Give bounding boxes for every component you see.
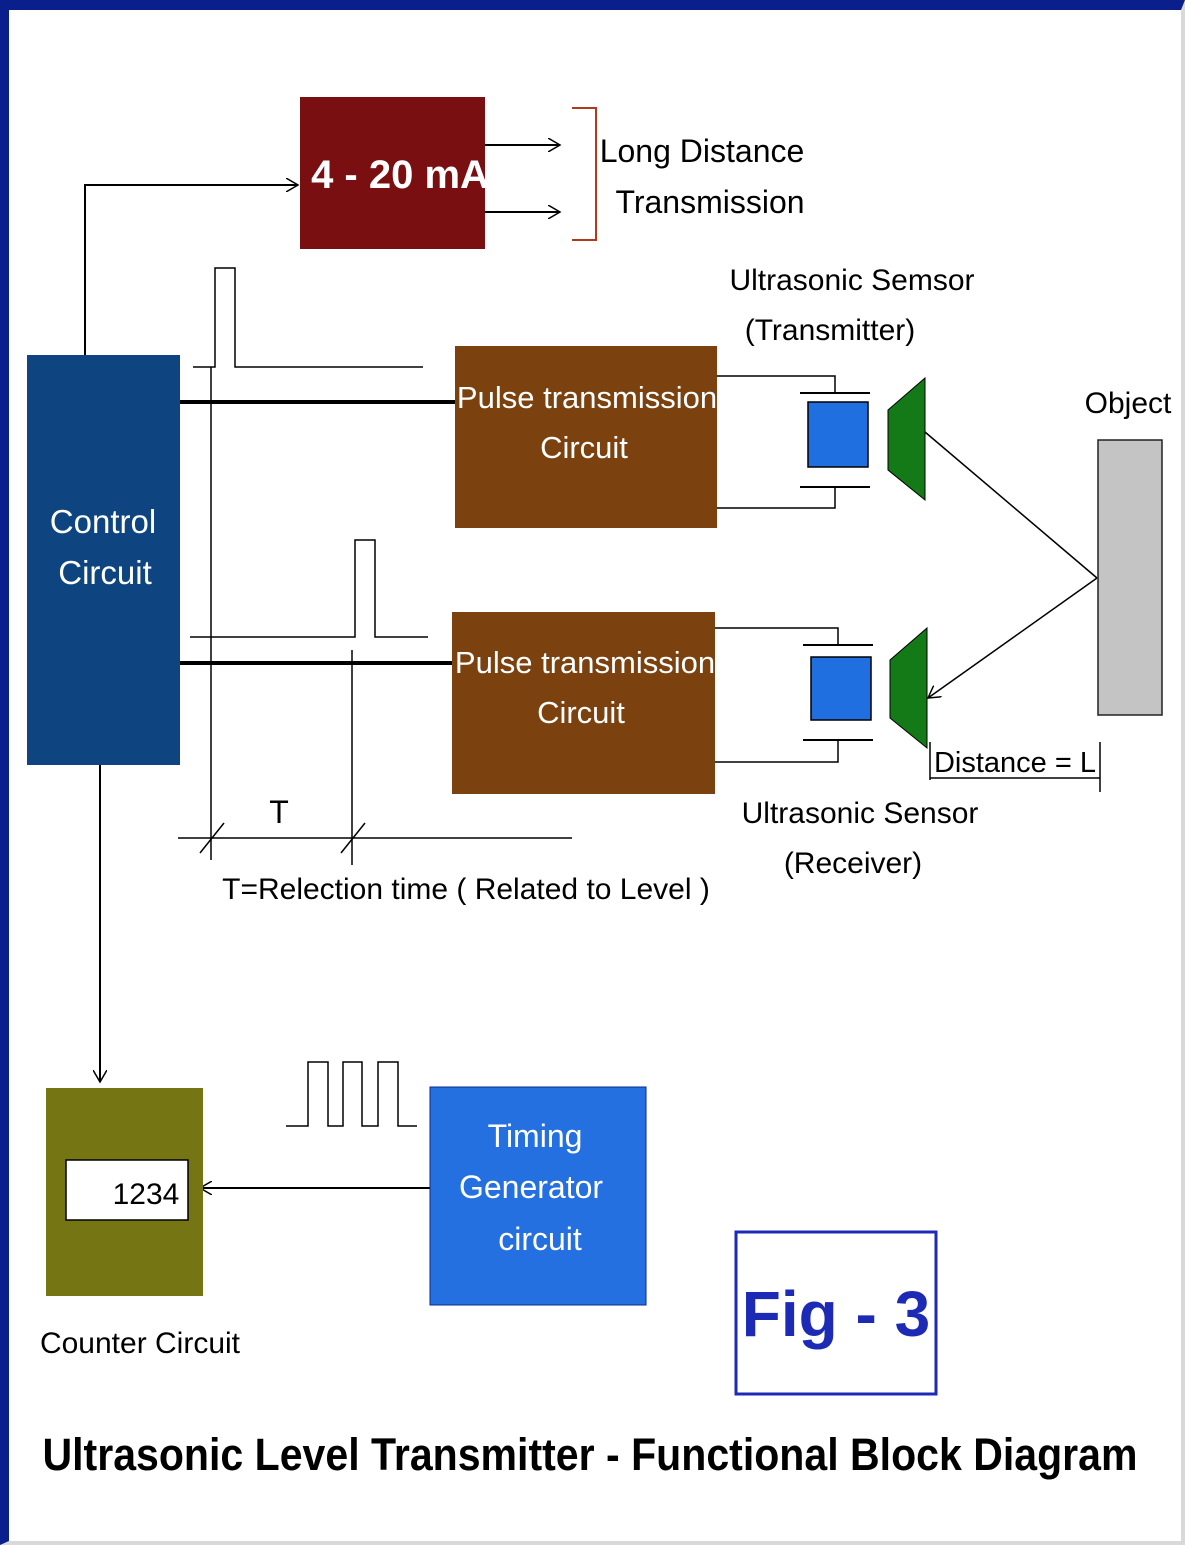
timing-generator-label-3: circuit [498,1221,582,1257]
time-note-label: T=Relection time ( Related to Level ) [222,873,710,906]
counter-value: 1234 [113,1178,180,1211]
pulse-tx1-label-2: Circuit [540,430,628,465]
sound-path-echo-arrow [928,577,1098,698]
pulse-tx2-label-1: Pulse transmission [455,645,715,680]
object-label: Object [1085,387,1172,420]
object-block [1097,439,1163,716]
tx-crystal [807,401,869,468]
time-tick-start [199,822,225,854]
long-distance-label-1: Long Distance [600,133,805,169]
long-distance-bracket [572,107,597,241]
control-circuit-label-1: Control [50,503,156,540]
long-distance-label-2: Transmission [615,184,804,220]
distance-label: Distance = L [934,747,1096,779]
receive-pulse-waveform [190,539,428,638]
time-tick-end [340,822,366,854]
transmit-pulse-waveform [193,267,423,368]
timing-generator-label-1: Timing [488,1118,583,1154]
rx-wire-top [715,627,839,645]
current-loop-label: 4 - 20 mA [311,153,489,197]
rx-crystal [810,656,872,721]
pulse-tx-block-1 [455,346,717,528]
rx-wire-bottom [715,740,839,763]
counter-circuit-label: Counter Circuit [40,1327,241,1360]
diagram-title: Ultrasonic Level Transmitter - Functiona… [43,1429,1138,1480]
control-circuit-block [27,355,180,765]
timing-generator-label-2: Generator [459,1169,603,1205]
pulse-tx2-label-2: Circuit [537,695,625,730]
pulse-tx1-label-1: Pulse transmission [457,380,717,415]
sound-path-outgoing [924,431,1098,579]
counter-display [65,1159,189,1221]
fig-label-box [734,1230,938,1396]
pulse-tx-block-2 [452,612,715,794]
current-loop-block [300,97,485,249]
sensor-receiver-label-1: Ultrasonic Sensor [742,797,979,830]
rx-horn [889,626,928,750]
fig-label: Fig - 3 [742,1278,930,1350]
sensor-transmitter-label-2: (Transmitter) [745,314,916,347]
time-symbol-label: T [269,794,289,830]
clock-pulse-waveform [286,1061,417,1127]
tx-horn [887,376,926,502]
sensor-transmitter-label-1: Ultrasonic Semsor [729,264,974,297]
timing-generator-block [429,1086,647,1306]
sensor-receiver-label-2: (Receiver) [784,847,922,880]
control-to-current-loop-arrow [84,185,298,355]
control-circuit-label-2: Circuit [58,554,152,591]
tx-wire-bottom [717,487,836,509]
tx-wire-top [717,375,836,393]
